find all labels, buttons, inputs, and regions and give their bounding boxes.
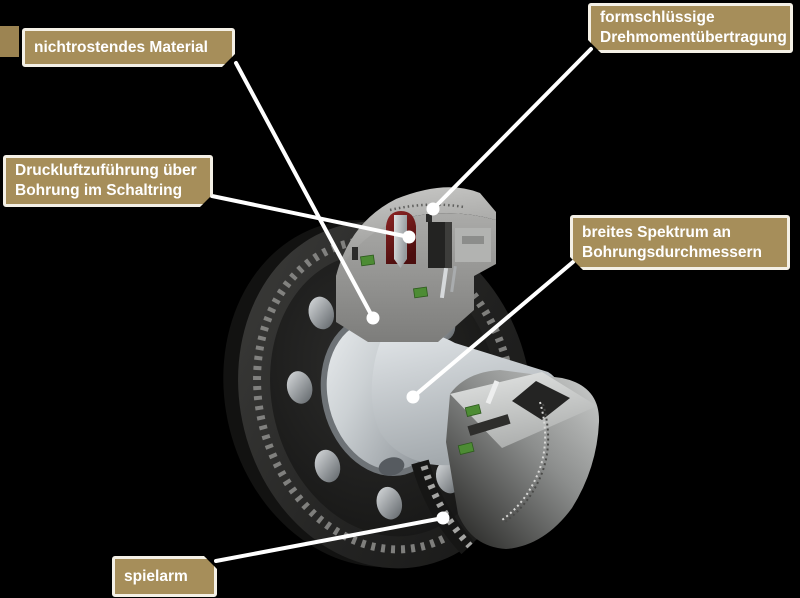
leader-line-backlash (214, 516, 445, 563)
clamp-jaw-groove (462, 236, 484, 244)
callout-bores-label-line1: breites Spektrum an (582, 223, 732, 241)
leader-line-torque (431, 47, 593, 211)
seal (360, 254, 376, 267)
guide-pin (450, 265, 457, 293)
bolt-hole (308, 296, 335, 330)
callout-material-label: nichtrostendes Material (34, 38, 208, 56)
guide-pin (439, 267, 449, 299)
top-face-notch (512, 381, 570, 420)
callout-backlash-label: spielarm (124, 567, 188, 585)
seal (413, 286, 429, 299)
seal (457, 441, 475, 456)
fine-serration (389, 203, 465, 212)
callout-bores-label-line2: Bohrungsdurchmessern (582, 243, 763, 261)
cropped-callout-fragment (0, 26, 19, 57)
tooth-seam-shadow (504, 403, 550, 523)
leader-dot-material (366, 311, 380, 325)
leader-dot-air (402, 230, 416, 244)
callout-torque-label-line2: Drehmomentübertragung (600, 29, 787, 46)
leader-dot-backlash (436, 511, 450, 525)
callout-backlash: spielarm (112, 556, 217, 597)
section-slot-step (445, 222, 452, 268)
leader-line-bores (411, 260, 575, 399)
callout-torque: formschlüssige Drehmomentübertragung (588, 3, 793, 53)
bolt-hole (376, 486, 403, 520)
bolt-hole (286, 371, 313, 404)
section-notch (352, 247, 358, 260)
keyway-notch (378, 457, 405, 476)
section-notch (426, 214, 432, 222)
callout-bores: breites Spektrum an Bohrungsdurchmessern (570, 215, 790, 270)
seal (464, 403, 482, 418)
mesh-zone-teeth (420, 464, 473, 549)
piston (394, 215, 407, 268)
callout-air: Druckluftzuführung über Bohrung im Schal… (3, 155, 213, 207)
bolt-hole (314, 449, 341, 483)
shift-ring-section (336, 187, 496, 342)
callout-air-label-line2: Bohrung im Schaltring (15, 182, 183, 199)
leader-line-material (234, 61, 375, 320)
leader-dot-torque (426, 202, 440, 216)
clamp-jaw (455, 228, 491, 262)
top-face-slot (467, 414, 511, 436)
callout-material: nichtrostendes Material (22, 28, 235, 67)
counter-hub (446, 370, 600, 549)
tooth-seam (501, 401, 547, 521)
shift-ring-top (336, 187, 496, 286)
callout-air-label-line1: Druckluftzuführung über (15, 162, 197, 179)
leader-line-air (210, 194, 411, 239)
leader-dot-bores (406, 390, 420, 404)
callout-torque-label-line1: formschlüssige (600, 9, 715, 26)
guide-pin (485, 380, 500, 405)
